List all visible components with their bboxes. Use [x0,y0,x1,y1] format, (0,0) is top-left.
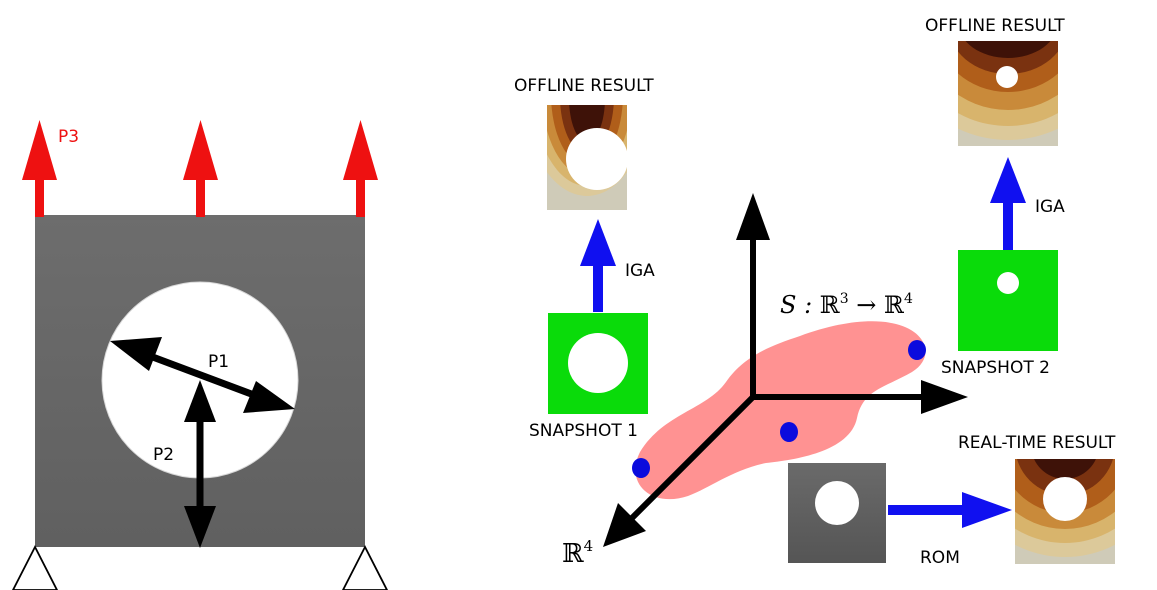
iga-arrow-1 [580,219,616,312]
triangle-support-icon [11,545,59,590]
snapshot-2-label: SNAPSHOT 2 [941,358,1050,378]
iga-label-2: IGA [1035,197,1065,217]
map-label: S : ℝ3 → ℝ4 [780,291,913,319]
sample-point [780,422,798,442]
offline-result-1-field [547,105,627,210]
iga-arrow-2 [990,157,1026,250]
offline-result-2-field [958,41,1058,146]
p2-label: P2 [153,445,174,465]
snapshot-1 [548,313,648,414]
iga-label-1: IGA [625,261,655,281]
rom-arrow [888,492,1012,528]
sample-point [908,340,926,360]
load-arrows [22,120,378,217]
parameter-axes [603,193,968,547]
p2-arrow [184,380,216,548]
load-arrow-right [343,120,378,217]
real-time-result-title: REAL-TIME RESULT [958,433,1116,453]
p3-label: P3 [58,127,79,147]
load-arrow-left [22,120,57,217]
sample-points [632,340,926,478]
triangle-support-icon [341,545,389,590]
axis-label-r4: ℝ4 [562,537,593,569]
supports [11,545,389,590]
real-time-result-field [1015,459,1115,564]
solution-manifold [635,321,926,500]
p1-label: P1 [208,352,229,372]
load-arrow-middle [183,120,218,217]
offline-result-1-title: OFFLINE RESULT [514,76,654,96]
offline-result-2-title: OFFLINE RESULT [925,16,1065,36]
rom-label: ROM [920,548,960,568]
snapshot-1-label: SNAPSHOT 1 [529,421,638,441]
rom-input [788,463,886,563]
snapshot-2 [958,250,1058,351]
p1-arrow [110,337,295,413]
sample-point [632,458,650,478]
